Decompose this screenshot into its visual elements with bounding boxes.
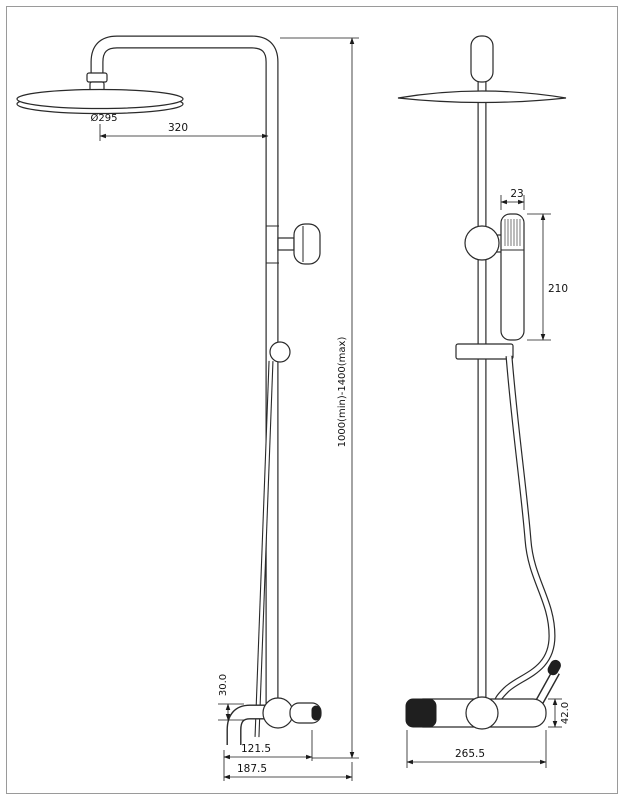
diverter-knob-side <box>464 225 507 261</box>
dim-spout-drop: 30.0 <box>218 674 229 696</box>
dim-handset-width: 23 <box>510 188 523 200</box>
hose-front <box>254 360 274 738</box>
mixer-lever-tip-side <box>547 659 561 676</box>
mixer-boss-side <box>465 696 499 730</box>
dim-valve-width: 265.5 <box>455 748 485 760</box>
rain-shower-head-front <box>16 88 184 115</box>
hand-shower <box>500 213 525 341</box>
hand-shower-spray-face <box>504 219 521 246</box>
mixer-front <box>226 697 322 745</box>
dim-head-diameter: Ø295 <box>91 112 118 124</box>
dim-spout-reach: 121.5 <box>241 743 271 755</box>
dimension-handset-width: 23 <box>500 188 525 210</box>
wall-bracket <box>455 343 514 360</box>
mixer-handle-tip-front <box>311 705 321 721</box>
dimension-valve-width: 265.5 <box>406 730 547 768</box>
mixer-end-cap-side <box>405 698 437 728</box>
mixer-boss-front <box>262 697 294 729</box>
rain-shower-head-side <box>397 90 567 104</box>
dimension-base-width: 187.5 <box>223 762 353 781</box>
dim-valve-height: 42.0 <box>560 702 571 724</box>
dimension-arm-projection: 320 <box>99 122 269 141</box>
dim-height-range: 1000(min)-1400(max) <box>337 337 348 448</box>
drawing-border <box>6 6 618 794</box>
diverter-knob-front <box>277 223 321 265</box>
shower-column-front <box>90 35 279 706</box>
dimension-spout-drop: 30.0 <box>218 674 244 721</box>
mixer-side <box>405 659 561 730</box>
column-top-connector <box>470 35 494 83</box>
hose-side <box>493 355 556 705</box>
slider-holder-front <box>269 341 291 363</box>
dim-arm-projection: 320 <box>168 122 188 134</box>
dim-handset-length: 210 <box>548 283 568 295</box>
front-view: Ø295 320 1000(min)-1400(max) <box>16 35 359 781</box>
dimension-valve-height: 42.0 <box>548 698 571 728</box>
dimension-height-range: 1000(min)-1400(max) <box>280 37 359 759</box>
dimension-handset-length: 210 <box>527 213 568 341</box>
dimension-spout-reach: 121.5 <box>223 730 313 781</box>
side-view: 23 210 42.0 265.5 <box>397 35 571 768</box>
dim-base-width: 187.5 <box>237 763 267 775</box>
shower-head-connector <box>86 72 108 92</box>
